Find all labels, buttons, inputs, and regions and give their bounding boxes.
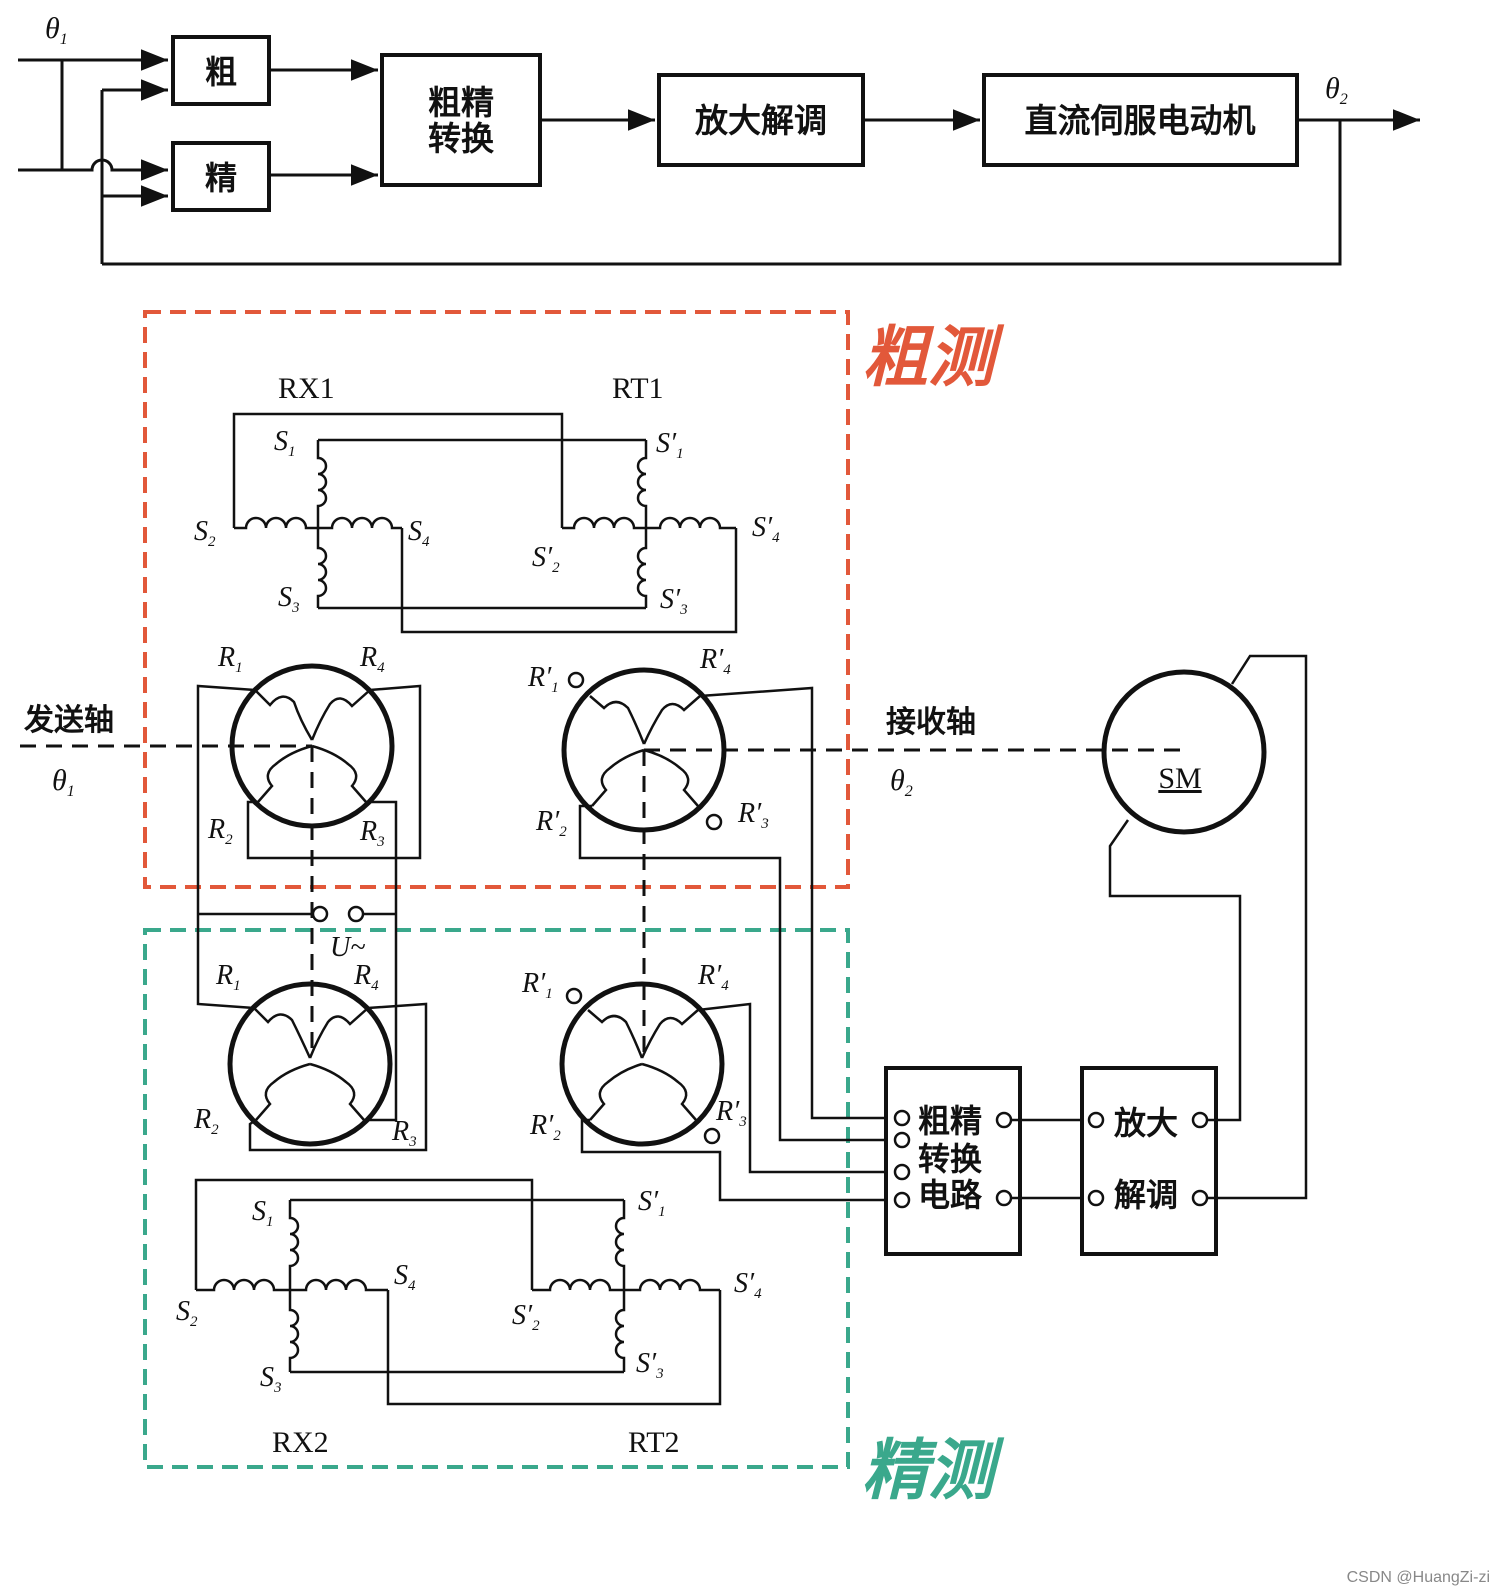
svg-text:S4: S4 [394,1260,416,1294]
svg-text:R′4: R′4 [699,644,731,678]
output-angle-label: θ2 [1325,72,1348,108]
coarse-block-label: 粗 [205,53,237,91]
fine-stator-windings: S1 S2 S4 S3 S′1 S′2 S′4 S′3 RX2 RT2 [176,1178,762,1459]
svg-text:S′4: S′4 [752,512,780,546]
amp-circuit-line1: 放大 [1114,1104,1178,1142]
fine-measure-region [143,928,850,1469]
svg-text:R′2: R′2 [535,806,567,840]
svg-text:S2: S2 [194,516,216,550]
servo-motor-label: SM [1158,762,1201,795]
dc-servo-motor-block [982,73,1299,167]
svg-text:R′2: R′2 [529,1110,561,1144]
svg-text:S3: S3 [260,1362,282,1396]
svg-text:R3: R3 [391,1116,417,1150]
svg-text:R4: R4 [353,960,379,994]
fine-rotors: R1 R4 R2 R3 R′1 R′4 R′2 R′3 [193,930,888,1202]
coarse-fine-switch-block [380,53,542,187]
svg-text:R1: R1 [217,642,243,676]
svg-text:S′3: S′3 [660,584,688,618]
svg-text:S′4: S′4 [734,1268,762,1302]
svg-text:S3: S3 [278,582,300,616]
coarse-rotors: R1 R4 R2 R3 R′1 R′4 R′2 R′3 [196,642,888,1142]
svg-text:R2: R2 [193,1104,219,1138]
svg-text:S′1: S′1 [656,428,684,462]
coarse-measure-region [143,310,850,889]
rt2-rotor [559,981,725,1147]
svg-text:R′3: R′3 [715,1096,747,1130]
svg-text:R2: R2 [207,814,233,848]
block-diagram: θ1 粗 精 粗精 转换 放大解调 直流伺服电动机 θ2 [18,12,1420,266]
amp-circuit-line2: 解调 [1114,1176,1178,1214]
switch-block-line1: 粗精 [428,83,494,122]
switch-circuit-line3: 电路 [918,1176,983,1214]
svg-text:R1: R1 [215,960,241,994]
switch-block-line2: 转换 [428,119,494,158]
input-angle-label: θ1 [45,12,68,48]
coarse-measure-label: 粗测 [862,319,1005,396]
switch-circuit-line2: 转换 [918,1140,982,1178]
coarse-stator-windings: RX1 RT1 S1 S2 S4 S3 S′1 S′2 S′4 S′3 [194,372,780,634]
watermark: CSDN @HuangZi-zi [1347,1569,1490,1586]
fine-block-label: 精 [205,159,237,197]
rx1-label: RX1 [278,372,335,405]
dc-servo-motor-label: 直流伺服电动机 [1025,101,1256,140]
svg-text:R′4: R′4 [697,960,729,994]
svg-text:R4: R4 [359,642,385,676]
amp-demod-label: 放大解调 [695,101,827,140]
region-frames: 粗测 精测 [143,310,1005,1509]
amp-demod-circuit [1080,1066,1218,1256]
send-shaft-label: 发送轴 [23,703,114,738]
supply-label: U~ [330,932,365,963]
servo-motor-circle [1101,669,1267,835]
svg-text:S′2: S′2 [512,1300,540,1334]
svg-text:S′3: S′3 [636,1348,664,1382]
svg-text:S′2: S′2 [532,542,560,576]
svg-text:S1: S1 [252,1196,274,1230]
ac-supply: U~ [198,905,396,963]
rx2-rotor [227,981,393,1147]
svg-text:R′3: R′3 [737,798,769,832]
svg-text:R′1: R′1 [527,662,559,696]
receive-shaft-label: 接收轴 [886,705,976,740]
svg-text:S′1: S′1 [638,1186,666,1220]
switch-circuit-line1: 粗精 [918,1102,982,1140]
rx2-label: RX2 [272,1426,329,1459]
svg-text:S2: S2 [176,1296,198,1330]
servo-motor: SM [1101,669,1267,835]
coarse-fine-switch-circuit [884,1066,1022,1256]
svg-text:S1: S1 [274,426,296,460]
shafts: 发送轴 θ1 接收轴 θ2 [20,703,1190,1060]
receive-shaft-angle: θ2 [890,764,913,800]
fine-measure-label: 精测 [862,1432,1005,1509]
rt1-label: RT1 [612,372,664,405]
send-shaft-angle: θ1 [52,764,75,800]
svg-text:R3: R3 [359,816,385,850]
svg-text:S4: S4 [408,516,430,550]
svg-text:R′1: R′1 [521,968,553,1002]
control-circuits: 粗精 转换 电路 放大 解调 [884,654,1308,1256]
rt2-label: RT2 [628,1426,680,1459]
